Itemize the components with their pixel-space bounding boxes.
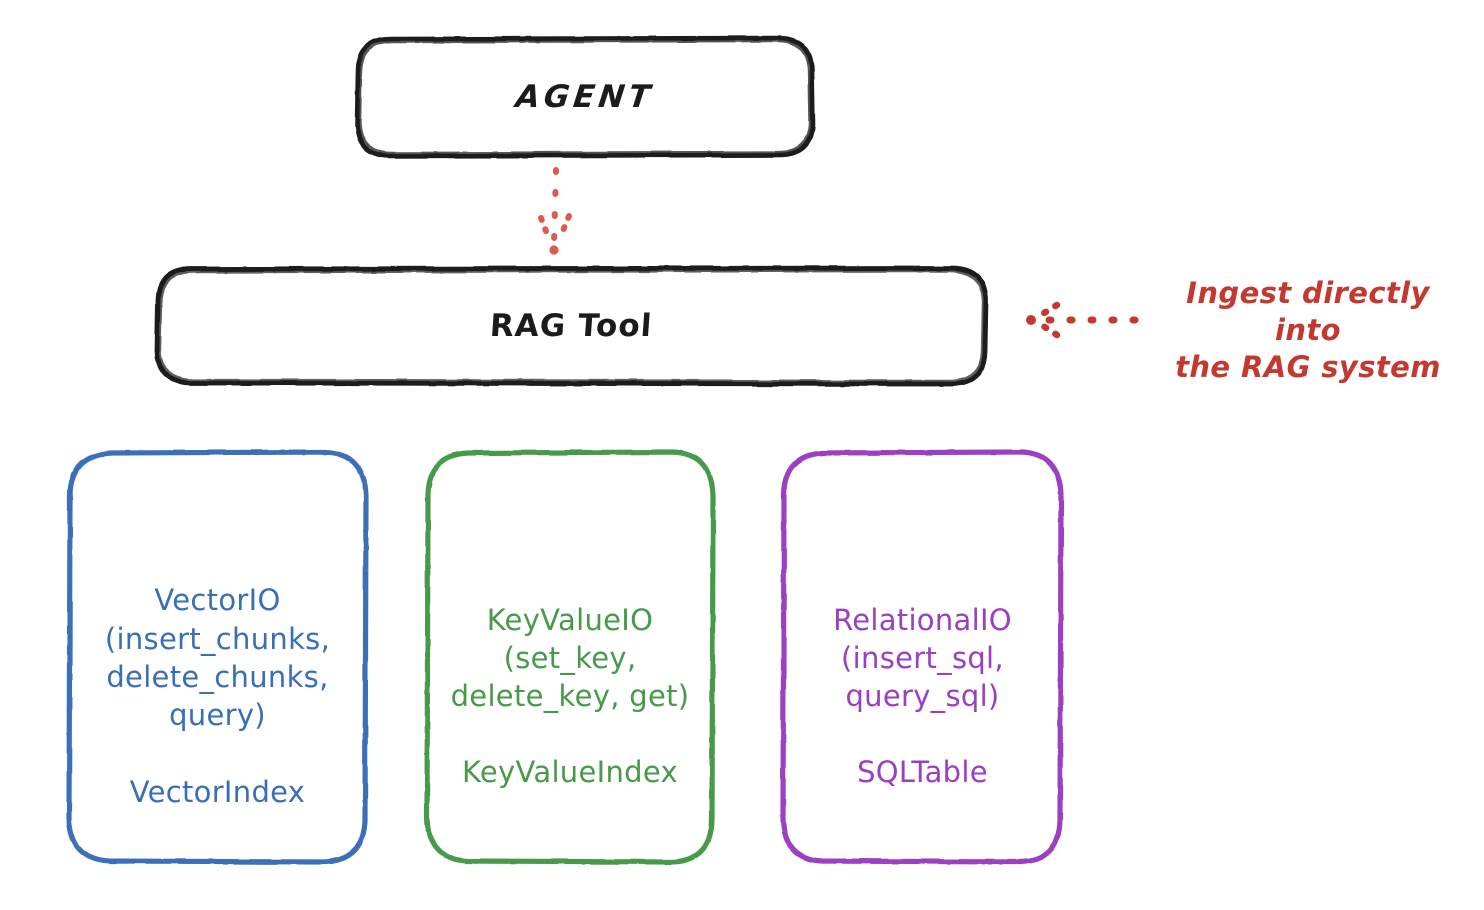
relational-store-signature: RelationalIO (insert_sql, query_sql) xyxy=(833,602,1012,714)
relational-store-box-outline xyxy=(780,449,1064,865)
keyvalue-store-signature: KeyValueIO (set_key, delete_key, get) xyxy=(450,602,690,714)
vector-store-body: VectorIO (insert_chunks, delete_chunks, … xyxy=(69,505,366,808)
ingest-arrow xyxy=(1026,301,1139,339)
rag-tool-box-outline xyxy=(154,265,989,387)
keyvalue-store-node[interactable]: KeyValueIO (set_key, delete_key, get) Ke… xyxy=(427,451,713,863)
keyvalue-store-index: KeyValueIndex xyxy=(462,755,678,790)
keyvalue-store-body: KeyValueIO (set_key, delete_key, get) Ke… xyxy=(427,525,713,790)
keyvalue-store-box-outline xyxy=(424,449,716,865)
vector-store-node[interactable]: VectorIO (insert_chunks, delete_chunks, … xyxy=(69,451,366,863)
agent-to-rag-arrow xyxy=(538,167,572,255)
ingest-annotation-text: Ingest directly into the RAG system xyxy=(1175,276,1441,385)
agent-label: AGENT xyxy=(513,78,657,115)
agent-box-outline xyxy=(354,35,816,159)
rag-tool-node[interactable]: RAG Tool xyxy=(157,267,986,384)
relational-store-node[interactable]: RelationalIO (insert_sql, query_sql) SQL… xyxy=(784,451,1061,863)
rag-tool-label: RAG Tool xyxy=(489,307,654,344)
vector-store-box-outline xyxy=(66,449,369,865)
vector-store-signature: VectorIO (insert_chunks, delete_chunks, … xyxy=(104,583,331,733)
vector-store-index: VectorIndex xyxy=(129,774,306,809)
agent-node[interactable]: AGENT xyxy=(357,37,813,156)
relational-store-body: RelationalIO (insert_sql, query_sql) SQL… xyxy=(784,525,1061,790)
relational-store-index: SQLTable xyxy=(857,755,988,790)
